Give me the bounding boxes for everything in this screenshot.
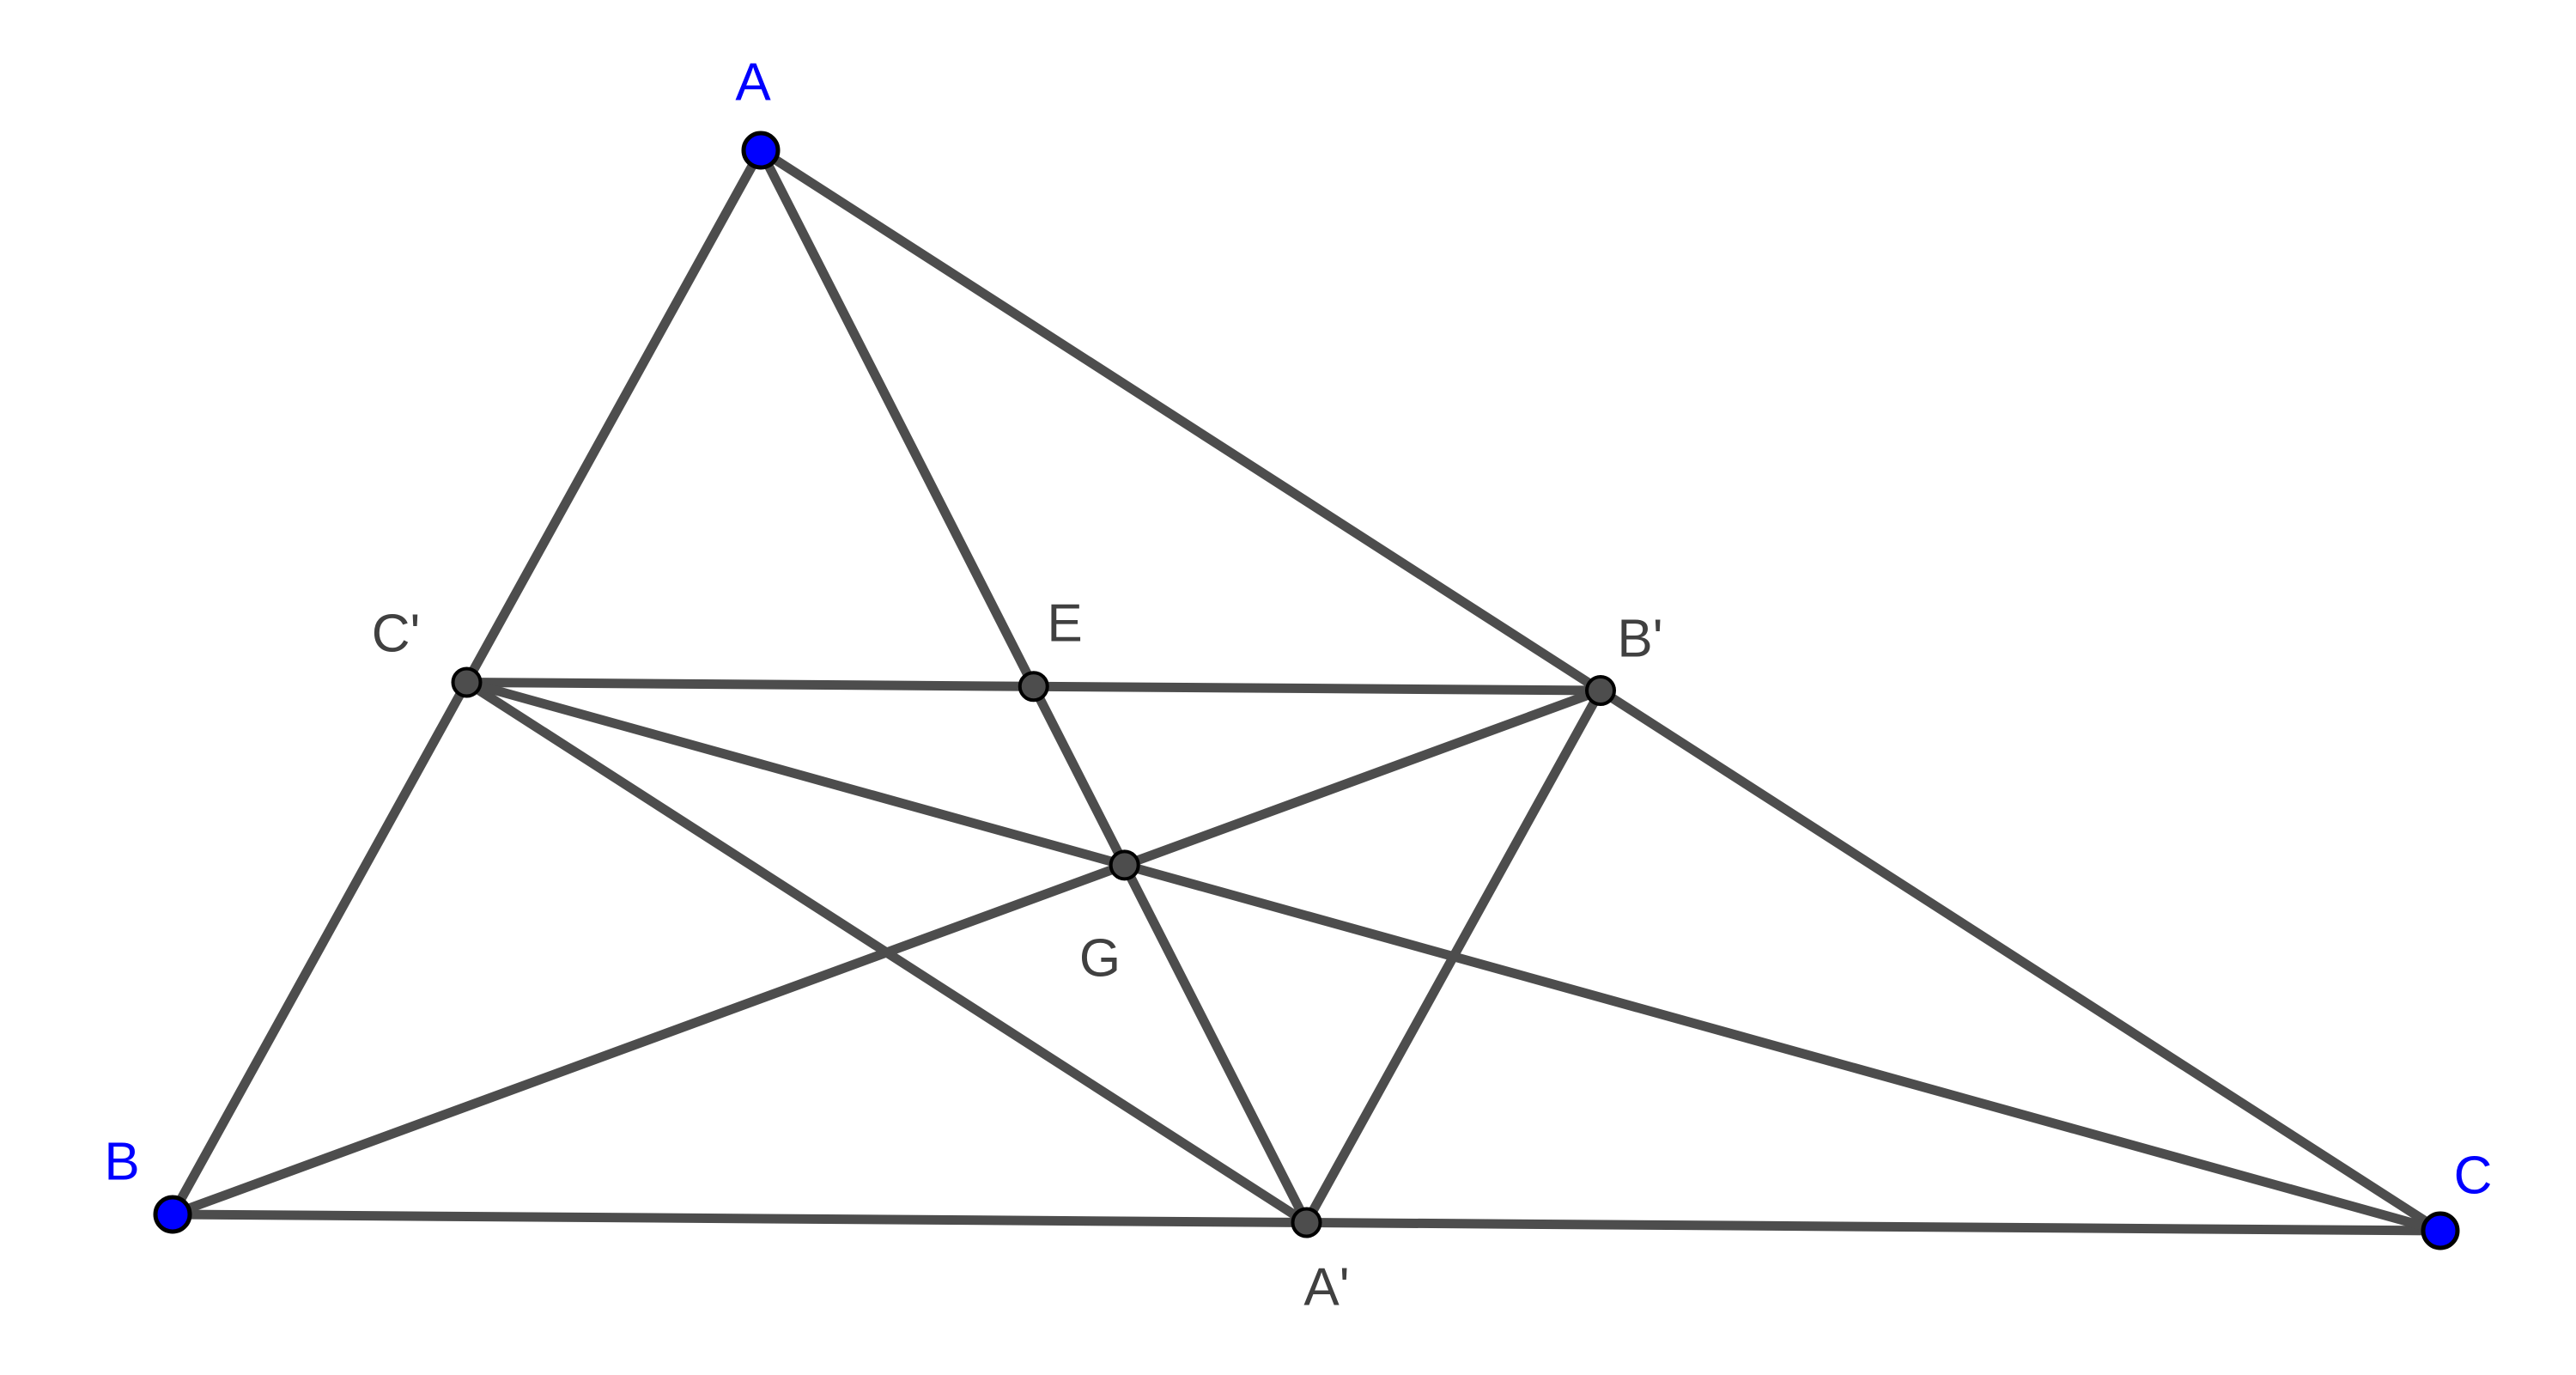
point-B1[interactable]: [1585, 675, 1616, 706]
point-B[interactable]: [153, 1195, 192, 1234]
segment-B-B1[interactable]: [167, 685, 1606, 1220]
point-E[interactable]: [1018, 671, 1049, 703]
labels: A B C A' B' C' E G: [104, 52, 2492, 1317]
label-E: E: [1047, 593, 1082, 653]
label-A-prime: A': [1303, 1257, 1349, 1317]
point-C[interactable]: [2421, 1211, 2460, 1250]
segments: [167, 145, 2445, 1236]
points: [153, 131, 2460, 1250]
label-C: C: [2454, 1146, 2493, 1205]
label-B: B: [104, 1132, 139, 1191]
segment-C-C1[interactable]: [462, 678, 2445, 1236]
label-C-prime: C': [372, 604, 421, 663]
point-G[interactable]: [1109, 849, 1140, 881]
label-B-prime: B': [1617, 609, 1662, 668]
label-G: G: [1079, 928, 1121, 988]
point-A1[interactable]: [1291, 1207, 1322, 1238]
point-C1[interactable]: [451, 666, 483, 698]
point-A[interactable]: [741, 131, 781, 170]
label-A: A: [735, 52, 771, 112]
